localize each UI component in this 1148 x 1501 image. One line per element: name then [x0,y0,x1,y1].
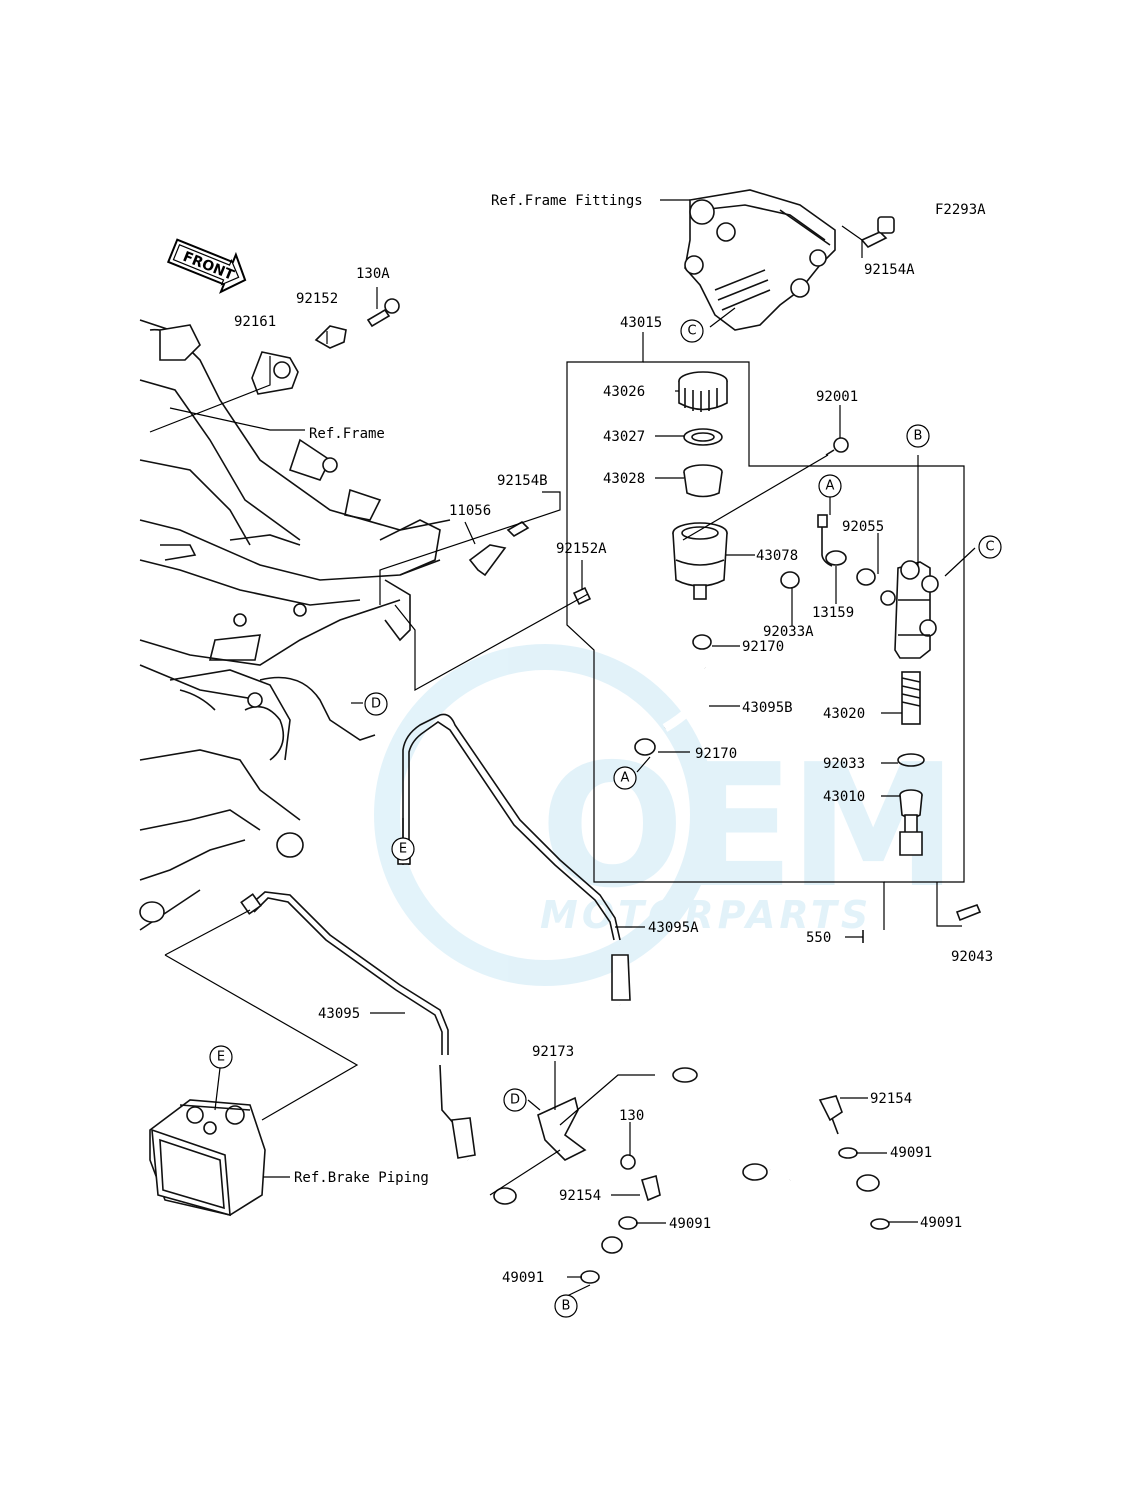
marker-E-upper: E [391,837,415,861]
watermark: OEM MOTORPARTS [374,644,958,986]
part-49091-left-2: 49091 [502,1270,544,1286]
washer-49091-left-1 [618,1216,638,1230]
marker-C-right: C [978,535,1002,559]
part-43095B: 43095B [742,700,793,716]
bolt-130 [620,1154,636,1170]
svg-text:E: E [217,1050,225,1065]
pipe-43095 [240,891,449,1055]
part-43026: 43026 [603,384,645,400]
part-92154-right: 92154 [870,1091,912,1107]
bolt-92154-left [641,1174,661,1202]
reservoir-diaphragm-plate [683,428,723,446]
ref-frame: Ref.Frame [309,426,385,442]
o-ring-92055 [856,568,876,586]
diagram-code: F2293A [935,202,986,218]
svg-text:D: D [371,697,381,712]
bracket-92161 [251,351,299,395]
pipe-43095-lower [439,1064,623,1254]
part-92152: 92152 [296,291,338,307]
hose-joint-13159 [817,514,847,567]
part-92170-lower: 92170 [695,746,737,762]
part-92173: 92173 [532,1044,574,1060]
marker-B-lower: B [554,1294,578,1318]
reservoir-diaphragm [683,464,723,498]
part-92033A: 92033A [763,624,814,640]
part-92152A: 92152A [556,541,607,557]
master-cylinder-body [880,560,939,659]
svg-text:E: E [399,842,407,857]
ref-frame-fittings: Ref.Frame Fittings [491,193,643,209]
part-13159: 13159 [812,605,854,621]
push-rod-43010 [899,789,923,856]
front-arrow [166,238,247,294]
part-43095A: 43095A [648,920,699,936]
part-43020: 43020 [823,706,865,722]
washer-49091-right-1 [838,1147,858,1159]
marker-D-upper: D [364,692,388,716]
part-92001: 92001 [816,389,858,405]
part-130: 130 [619,1108,644,1124]
part-43078: 43078 [756,548,798,564]
part-43095: 43095 [318,1006,360,1022]
marker-A-upper: A [818,474,842,498]
part-49091-right-1: 49091 [890,1145,932,1161]
part-43027: 43027 [603,429,645,445]
frame-fitting-bracket [684,189,895,331]
part-92161: 92161 [234,314,276,330]
ref-brake-piping: Ref.Brake Piping [294,1170,429,1186]
bolt-92154-right [818,1095,843,1135]
washer-49091-right-2 [870,1218,890,1230]
hose-joint-lower [611,954,880,1192]
part-92170-upper: 92170 [742,639,784,655]
marker-C-top: C [680,319,704,343]
part-92043: 92043 [951,949,993,965]
collar-92152A [572,586,592,606]
marker-D-lower: D [503,1088,527,1112]
part-49091-left-1: 49091 [669,1216,711,1232]
hose-43095B [662,665,712,732]
part-92033: 92033 [823,756,865,772]
reservoir-tank [672,522,728,600]
part-43028: 43028 [603,471,645,487]
reservoir-cap [678,371,728,412]
svg-text:C: C [985,540,994,555]
watermark-brand: OEM [540,728,952,926]
part-11056: 11056 [449,503,491,519]
bolt-92043 [955,903,982,922]
part-92055: 92055 [842,519,884,535]
bolt-92001 [825,437,849,456]
part-92154-left: 92154 [559,1188,601,1204]
part-43010: 43010 [823,789,865,805]
svg-text:D: D [510,1093,520,1108]
bolt-130A [366,298,400,328]
svg-text:A: A [621,771,630,786]
clamp-92170-lower [634,738,656,756]
svg-text:B: B [562,1299,571,1314]
svg-text:A: A [826,479,835,494]
part-43015: 43015 [620,315,662,331]
marker-A-lower: A [613,766,637,790]
marker-E-lower: E [209,1045,233,1069]
collar-92152 [314,325,347,349]
svg-text:B: B [914,429,923,444]
washer-49091-left-2 [580,1270,600,1284]
part-92154A: 92154A [864,262,915,278]
leader-lines [149,199,976,1297]
clamp-92170-upper [692,634,712,650]
part-49091-right-2: 49091 [920,1215,962,1231]
bracket-92173 [537,1096,587,1161]
circlip-92033 [897,753,925,767]
frame [139,319,451,931]
part-550: 550 [806,930,831,946]
circlip-92033A [780,571,800,589]
marker-B-top: B [906,424,930,448]
svg-text:C: C [687,324,696,339]
piston-assembly-43020 [901,671,921,725]
clip-11056 [468,544,507,577]
abs-unit [149,1099,266,1217]
part-130A: 130A [356,266,390,282]
part-92154B: 92154B [497,473,548,489]
